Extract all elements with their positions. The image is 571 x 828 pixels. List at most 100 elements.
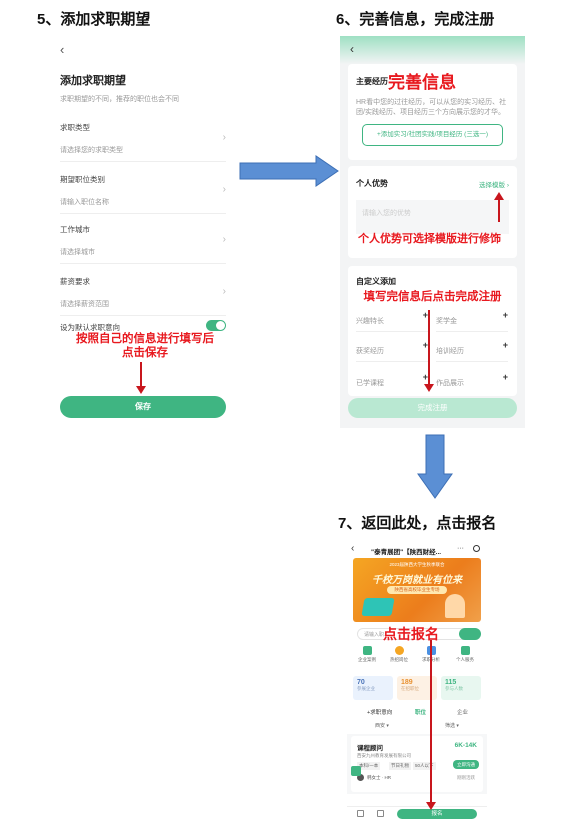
grid-item[interactable]: 奖学金+ <box>436 310 508 332</box>
chevron-right-icon: › <box>222 184 226 195</box>
service-icon <box>460 646 470 655</box>
row-job-type[interactable]: 求职类型 请选择您的求职类型 › <box>60 122 226 162</box>
arrow-down-icon <box>426 640 436 810</box>
step7-title: 7、返回此处，点击报名 <box>338 515 497 532</box>
icon-item[interactable]: 热招岗位 <box>387 646 411 663</box>
city-filter[interactable]: 西安 ▾ <box>375 723 389 729</box>
tab-companies[interactable]: 企业 <box>457 710 469 716</box>
annotation-complete-info: 完善信息 <box>388 73 456 92</box>
row-job-category[interactable]: 期望职位类别 请输入职位名称 › <box>60 174 226 214</box>
panel-complete-info: ‹ 主要经历 完善信息 HR看中您的过往经历，可以从您的实习经历、社团/实践经历… <box>340 36 525 428</box>
default-toggle[interactable] <box>206 320 226 331</box>
row-label: 期望职位类别 <box>60 175 105 184</box>
arrow-down-icon <box>424 310 434 392</box>
banner-person-illustration <box>445 594 465 618</box>
header-gradient <box>340 36 525 64</box>
annotation-template: 个人优势可选择模版进行修饰 <box>358 233 501 245</box>
save-button[interactable]: 保存 <box>60 396 226 418</box>
job-title: 课程顾问 <box>357 745 383 752</box>
banner-sub: 陕西省高校毕业生专场 <box>387 586 447 594</box>
section-title: 主要经历 <box>356 77 388 86</box>
annotation-fill-save: 按照自己的信息进行填写后 点击保存 <box>76 333 214 359</box>
arrow-down-icon <box>417 434 453 499</box>
search-button[interactable] <box>459 628 481 640</box>
advantage-placeholder: 请输入您的优势 <box>362 210 411 217</box>
page-title: "泰青展团"【陕西财经... <box>371 549 442 556</box>
annotation-signup: 点击报名 <box>383 626 439 642</box>
arrow-right-icon <box>239 155 339 187</box>
hot-job-icon <box>394 646 404 655</box>
row-placeholder: 请选择城市 <box>60 249 95 256</box>
home-nav-icon[interactable] <box>357 810 364 817</box>
grid-item[interactable]: 培训经历+ <box>436 340 508 362</box>
back-icon[interactable]: ‹ <box>350 42 354 56</box>
row-placeholder: 请选择薪资范围 <box>60 301 109 308</box>
choose-template-link[interactable]: 选择模版 › <box>479 182 509 189</box>
icon-row: 企业案例 热招岗位 求职分析 个人服务 <box>347 646 487 672</box>
search-placeholder: 请输入职... <box>364 632 389 638</box>
row-placeholder: 请选择您的求职类型 <box>60 147 123 154</box>
job-card[interactable]: 课程顾问 6K-14K 西安九州教育发展有限公司 本科/一本 节日礼物 50人以… <box>351 736 483 792</box>
section-desc: HR看中您的过往经历，可以从您的实习经历、社团/实践经历、项目经历三个方向展示您… <box>356 99 507 116</box>
job-salary: 6K-14K <box>454 742 477 749</box>
advantage-input[interactable]: 请输入您的优势 <box>356 200 509 234</box>
card-custom-add: 自定义添加 填写完信息后点击完成注册 兴趣特长+ 奖学金+ 获奖经历+ 培训经历… <box>348 266 517 396</box>
card-main-experience: 主要经历 完善信息 HR看中您的过往经历，可以从您的实习经历、社团/实践经历、项… <box>348 64 517 160</box>
close-circle-icon[interactable] <box>473 545 480 552</box>
chat-button[interactable]: 立即沟通 <box>453 760 479 769</box>
bottom-bar: 报名 <box>347 806 487 820</box>
chevron-right-icon: › <box>222 234 226 245</box>
job-company: 西安九州教育发展有限公司 <box>357 753 411 758</box>
search-input[interactable]: 请输入职... <box>357 628 481 640</box>
enterprise-icon <box>362 646 372 655</box>
icon-item[interactable]: 个人服务 <box>453 646 477 663</box>
page-title: 添加求职期望 <box>60 75 126 87</box>
arrow-down-icon <box>136 362 146 394</box>
row-salary[interactable]: 薪资要求 请选择薪资范围 › <box>60 276 226 316</box>
banner-book-illustration <box>361 598 395 616</box>
signup-button[interactable]: 报名 <box>397 809 477 819</box>
row-label: 求职类型 <box>60 123 90 132</box>
sort-filter[interactable]: 筛选 ▾ <box>445 723 459 729</box>
job-tag: 50人以下 <box>413 762 436 770</box>
chevron-right-icon: › <box>222 132 226 143</box>
finish-register-button[interactable]: 完成注册 <box>348 398 517 418</box>
grid-item[interactable]: 获奖经历+ <box>356 340 428 362</box>
job-tag: 节日礼物 <box>389 762 411 770</box>
section-title: 自定义添加 <box>356 277 396 286</box>
banner-title: 千校万岗就业有位来 <box>372 575 462 586</box>
home-icon[interactable] <box>351 766 361 776</box>
row-placeholder: 请输入职位名称 <box>60 199 109 206</box>
row-work-city[interactable]: 工作城市 请选择城市 › <box>60 224 226 264</box>
chevron-right-icon: › <box>222 286 226 297</box>
default-label: 设为默认求职意向 <box>60 323 120 332</box>
grid-item[interactable]: 已学课程+ <box>356 372 428 387</box>
avatar <box>357 774 364 781</box>
tab-job-intention[interactable]: +求职意向 <box>367 710 393 716</box>
row-label: 薪资要求 <box>60 277 90 286</box>
panel-event-page: ‹ "泰青展团"【陕西财经... ··· 2023届陕西大学生秋季联合 千校万岗… <box>347 542 487 820</box>
hr-name: 韩女士 · HR <box>367 775 391 780</box>
icon-item[interactable]: 企业案例 <box>355 646 379 663</box>
grid-item[interactable]: 兴趣特长+ <box>356 310 428 332</box>
row-label: 工作城市 <box>60 225 90 234</box>
add-experience-button[interactable]: +添加实习/社团实践/项目经历 (三选一) <box>362 124 503 146</box>
step6-title: 6、完善信息，完成注册 <box>336 11 495 28</box>
tab-positions[interactable]: 职位 <box>415 710 427 716</box>
top-bar: ‹ "泰青展团"【陕西财经... ··· <box>347 542 487 558</box>
step5-title: 5、添加求职期望 <box>37 11 151 28</box>
arrow-up-icon <box>494 192 504 222</box>
more-icon[interactable]: ··· <box>457 545 464 552</box>
page-subtitle: 求职期望的不同，推荐的职位也会不同 <box>60 96 179 103</box>
banner-top: 2023届陕西大学生秋季联合 <box>389 562 445 567</box>
back-icon[interactable]: ‹ <box>351 543 355 554</box>
card-personal-advantage: 个人优势 选择模版 › 请输入您的优势 个人优势可选择模版进行修饰 <box>348 166 517 258</box>
job-tag: 本科/一本 <box>357 762 381 770</box>
share-icon[interactable] <box>377 810 384 817</box>
event-banner[interactable]: 2023届陕西大学生秋季联合 千校万岗就业有位来 陕西省高校毕业生专场 <box>353 558 481 622</box>
grid-item[interactable]: 作品展示+ <box>436 372 508 387</box>
panel-job-expectation: ‹ 添加求职期望 求职期望的不同，推荐的职位也会不同 求职类型 请选择您的求职类… <box>48 36 238 426</box>
back-icon[interactable]: ‹ <box>60 42 65 57</box>
